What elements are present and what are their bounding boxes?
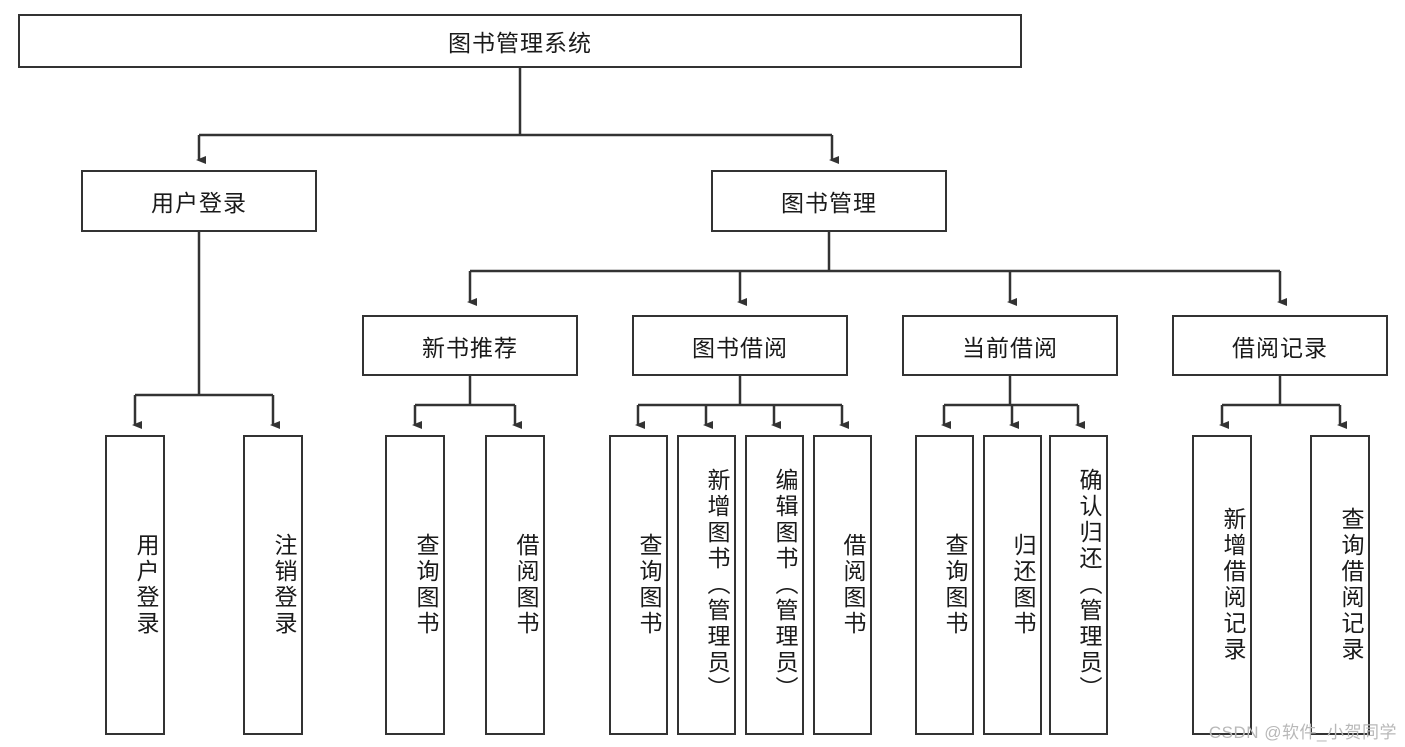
- node-leaf-query-book-1-label: 查询图书: [413, 533, 439, 637]
- node-leaf-add-book[interactable]: 新增图书（管理员）: [677, 435, 736, 735]
- node-leaf-user-login-label: 用户登录: [133, 533, 159, 637]
- node-leaf-return-book[interactable]: 归还图书: [983, 435, 1042, 735]
- node-leaf-add-book-label: 新增图书（管理员）: [704, 468, 730, 702]
- node-leaf-query-borrow-record-label: 查询借阅记录: [1338, 507, 1364, 663]
- node-book-borrow-label: 图书借阅: [692, 334, 788, 361]
- node-new-book-recommend-label: 新书推荐: [422, 334, 518, 361]
- node-leaf-borrow-book-1-label: 借阅图书: [513, 533, 539, 637]
- csdn-watermark: CSDN @软件_小贺同学: [1208, 723, 1397, 742]
- node-leaf-query-borrow-record[interactable]: 查询借阅记录: [1310, 435, 1370, 735]
- node-leaf-edit-book-label: 编辑图书（管理员）: [772, 468, 798, 702]
- node-leaf-borrow-book-1[interactable]: 借阅图书: [485, 435, 545, 735]
- node-leaf-confirm-return-label: 确认归还（管理员）: [1076, 468, 1102, 702]
- node-leaf-borrow-book-2[interactable]: 借阅图书: [813, 435, 872, 735]
- node-root[interactable]: 图书管理系统: [18, 14, 1022, 68]
- node-borrow-record-label: 借阅记录: [1232, 334, 1328, 361]
- node-leaf-user-logout-label: 注销登录: [271, 533, 297, 637]
- node-leaf-borrow-book-2-label: 借阅图书: [840, 533, 866, 637]
- node-leaf-query-book-3[interactable]: 查询图书: [915, 435, 974, 735]
- node-book-management-label: 图书管理: [781, 190, 877, 216]
- node-leaf-confirm-return[interactable]: 确认归还（管理员）: [1049, 435, 1108, 735]
- node-leaf-query-book-3-label: 查询图书: [942, 533, 968, 637]
- node-leaf-add-borrow-record-label: 新增借阅记录: [1220, 507, 1246, 663]
- node-user-login-label: 用户登录: [151, 190, 247, 216]
- node-leaf-edit-book[interactable]: 编辑图书（管理员）: [745, 435, 804, 735]
- node-leaf-query-book-1[interactable]: 查询图书: [385, 435, 445, 735]
- node-leaf-add-borrow-record[interactable]: 新增借阅记录: [1192, 435, 1252, 735]
- node-root-label: 图书管理系统: [448, 30, 592, 56]
- node-leaf-user-login[interactable]: 用户登录: [105, 435, 165, 735]
- node-leaf-query-book-2[interactable]: 查询图书: [609, 435, 668, 735]
- node-leaf-user-logout[interactable]: 注销登录: [243, 435, 303, 735]
- node-user-login[interactable]: 用户登录: [81, 170, 317, 232]
- node-book-borrow[interactable]: 图书借阅: [632, 315, 848, 376]
- node-leaf-query-book-2-label: 查询图书: [636, 533, 662, 637]
- node-current-borrow[interactable]: 当前借阅: [902, 315, 1118, 376]
- node-leaf-return-book-label: 归还图书: [1010, 533, 1036, 637]
- node-book-management[interactable]: 图书管理: [711, 170, 947, 232]
- node-borrow-record[interactable]: 借阅记录: [1172, 315, 1388, 376]
- node-new-book-recommend[interactable]: 新书推荐: [362, 315, 578, 376]
- node-current-borrow-label: 当前借阅: [962, 334, 1058, 361]
